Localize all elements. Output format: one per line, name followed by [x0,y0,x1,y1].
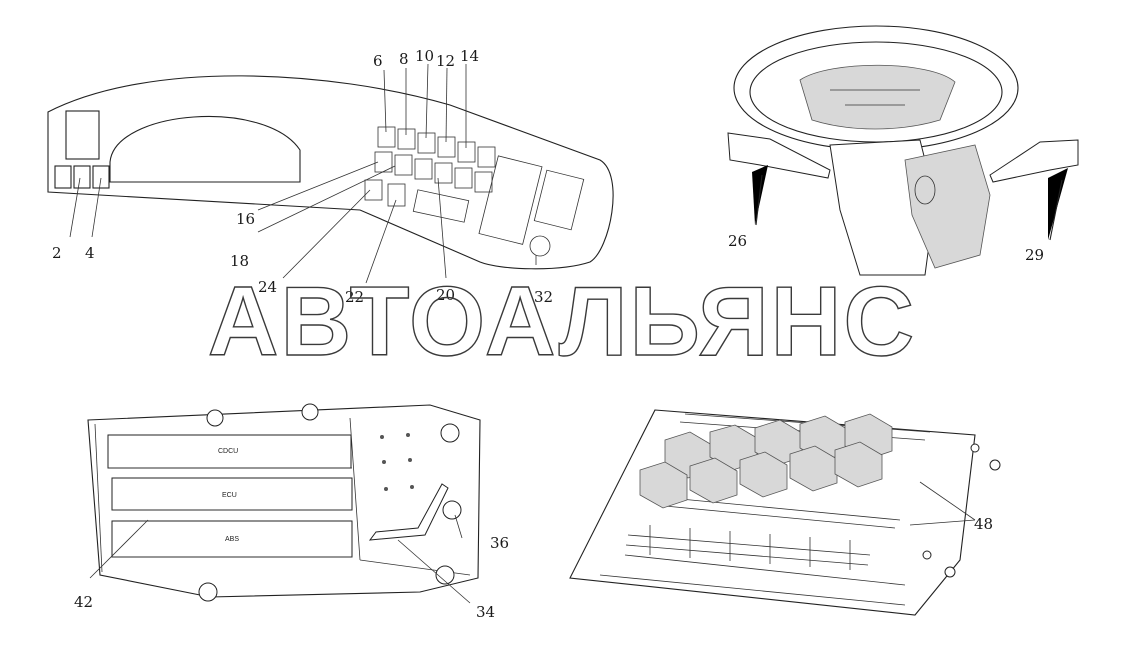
callout-32: 32 [534,288,553,306]
relay-board [569,409,1001,616]
callout-4: 4 [85,244,95,262]
steering-column [727,25,1079,276]
callout-42: 42 [74,593,93,611]
callout-34: 34 [476,603,495,621]
module-label-cdcu: CDCU [218,448,238,455]
callout-6: 6 [373,52,383,70]
steering-callouts: 26 29 [728,232,1044,264]
callout-26: 26 [728,232,747,250]
callout-36: 36 [490,534,509,552]
relay-board-callouts: 48 [974,515,993,533]
callout-48: 48 [974,515,993,533]
dashboard-callouts: 2 4 6 8 10 12 14 16 18 20 22 24 32 [52,47,553,306]
module-label-abs: ABS [225,536,239,543]
callout-2: 2 [52,244,62,262]
ecu-rack-callouts: 34 36 42 [74,534,509,621]
callout-22: 22 [345,288,364,306]
callout-29: 29 [1025,246,1044,264]
callout-24: 24 [258,278,277,296]
callout-12: 12 [436,52,455,70]
module-label-ecu: ECU [222,492,237,499]
dashboard-panel [47,63,614,284]
callout-10: 10 [415,47,434,65]
callout-18: 18 [230,252,249,270]
callout-14: 14 [460,47,479,65]
callout-20: 20 [436,286,455,304]
watermark: АВТОАЛЬЯНС [208,266,916,376]
callout-16: 16 [236,210,255,228]
callout-8: 8 [399,50,409,68]
ecu-rack: CDCU ECU ABS [87,403,481,604]
